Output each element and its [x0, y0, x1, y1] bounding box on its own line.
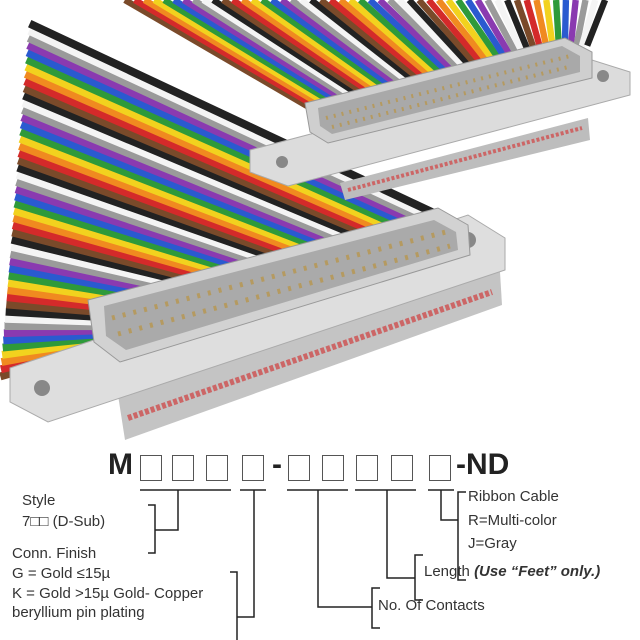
front-dsub-connector — [9, 207, 506, 440]
mount-hole-icon — [276, 156, 288, 168]
wire — [22, 91, 385, 250]
wire — [270, 0, 399, 93]
wire — [357, 0, 450, 81]
wire — [17, 149, 329, 270]
wire — [406, 0, 478, 74]
code-box — [322, 455, 344, 481]
wire — [152, 0, 332, 109]
code-box — [206, 455, 228, 481]
contacts-label: No. Of Contacts — [378, 597, 485, 614]
wire — [19, 120, 357, 260]
wire — [299, 0, 416, 89]
wire — [182, 0, 349, 105]
style-value: 7□□ (D-Sub) — [22, 513, 106, 530]
wire — [387, 0, 467, 77]
finish-k2: beryllium pin plating — [12, 604, 145, 621]
code-box — [172, 455, 194, 481]
wire — [142, 0, 326, 110]
wire — [18, 135, 343, 265]
wire — [397, 0, 472, 76]
finish-g: G = Gold ≤15µ — [12, 565, 111, 582]
wire — [416, 0, 484, 73]
wire — [24, 63, 412, 240]
wire — [289, 0, 410, 90]
length-note: (Use “Feet” only.) — [474, 563, 601, 580]
length-label: Length (Use “Feet” only.) — [424, 563, 600, 581]
wire — [25, 48, 426, 235]
wire — [172, 0, 343, 106]
cable-label: Ribbon Cable — [468, 488, 559, 505]
wire — [328, 0, 433, 85]
code-box — [288, 455, 310, 481]
wire — [377, 0, 461, 78]
wire — [584, 0, 609, 47]
wire — [201, 0, 360, 102]
wire — [22, 84, 392, 248]
cable-r: R=Multi-color — [468, 512, 557, 529]
wire — [309, 0, 422, 88]
wire — [260, 0, 394, 94]
wire — [18, 142, 336, 268]
part-separator: - — [272, 448, 282, 481]
wire — [338, 0, 439, 84]
code-box — [242, 455, 264, 481]
finish-label: Conn. Finish — [12, 545, 97, 562]
wire — [572, 0, 589, 49]
wire — [21, 106, 371, 255]
wire — [21, 99, 378, 253]
wire — [279, 0, 405, 92]
wire — [26, 41, 433, 233]
code-box — [429, 455, 451, 481]
wire — [19, 127, 350, 263]
wire — [26, 34, 440, 230]
wire — [211, 0, 365, 101]
part-suffix: -ND — [456, 448, 510, 481]
style-label: Style — [22, 492, 56, 509]
wire — [318, 0, 427, 86]
code-box — [140, 455, 162, 481]
wire — [25, 55, 419, 238]
cable-j: J=Gray — [468, 535, 517, 552]
wire — [221, 0, 371, 99]
wire — [367, 0, 455, 80]
wire — [20, 113, 364, 258]
wire — [426, 0, 489, 72]
mount-hole-icon — [597, 70, 609, 82]
wire — [578, 0, 599, 48]
wire — [436, 0, 495, 70]
code-box — [356, 455, 378, 481]
length-title: Length — [424, 563, 470, 580]
wire — [133, 0, 321, 111]
wire — [250, 0, 388, 96]
wire — [23, 70, 405, 243]
finish-k: K = Gold >15µ Gold- Copper — [12, 585, 204, 602]
wire — [240, 0, 382, 97]
wire — [123, 0, 315, 113]
code-box — [391, 455, 413, 481]
wire — [23, 77, 398, 245]
wire — [465, 0, 512, 66]
mount-hole-icon — [34, 380, 50, 396]
wire — [162, 0, 337, 107]
part-prefix: M — [108, 448, 133, 481]
wire — [445, 0, 501, 69]
wire — [230, 0, 377, 98]
wire — [16, 156, 322, 273]
wire — [191, 0, 354, 103]
wire — [455, 0, 506, 67]
wire — [348, 0, 444, 82]
rear-dsub-connector — [249, 37, 631, 200]
callout-lines — [140, 489, 466, 640]
